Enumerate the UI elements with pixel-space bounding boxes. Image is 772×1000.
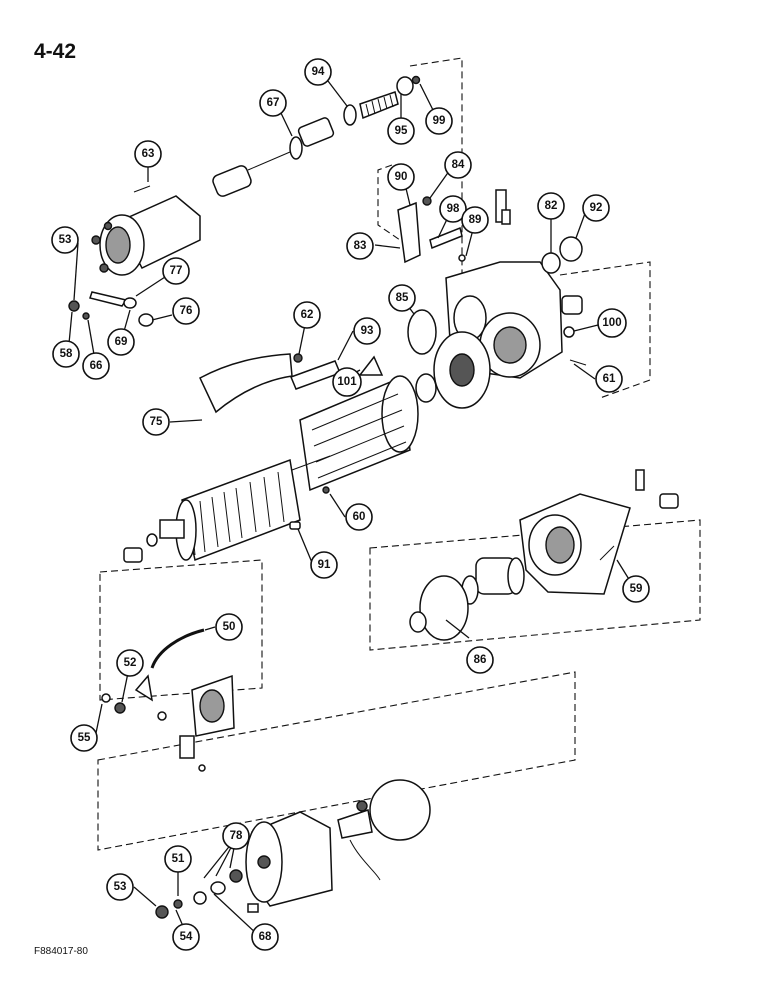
svg-text:51: 51 <box>172 853 185 865</box>
svg-text:92: 92 <box>590 202 603 214</box>
armature-field <box>123 353 419 563</box>
svg-text:93: 93 <box>361 325 374 337</box>
svg-text:55: 55 <box>78 732 91 744</box>
callout-86: 86 <box>466 646 494 674</box>
callout-93: 93 <box>353 317 381 345</box>
callout-89: 89 <box>461 206 489 234</box>
callout-91: 91 <box>310 551 338 579</box>
callout-58: 58 <box>52 340 80 368</box>
callout-61: 61 <box>595 365 623 393</box>
svg-text:62: 62 <box>301 309 314 321</box>
svg-text:86: 86 <box>474 654 487 666</box>
svg-text:67: 67 <box>267 97 280 109</box>
callout-55: 55 <box>70 724 98 752</box>
callout-99: 99 <box>425 107 453 135</box>
svg-text:91: 91 <box>318 559 331 571</box>
svg-text:58: 58 <box>60 348 73 360</box>
svg-text:94: 94 <box>312 66 325 78</box>
callout-54: 54 <box>172 923 200 951</box>
figure-code: F884017-80 <box>34 946 88 957</box>
page-number: 4-42 <box>34 40 77 63</box>
callout-94: 94 <box>304 58 332 86</box>
svg-text:100: 100 <box>602 317 621 329</box>
solenoid <box>68 185 201 327</box>
callouts: 94 67 95 99 63 90 84 98 89 82 92 53 83 7… <box>51 58 650 951</box>
svg-text:69: 69 <box>115 336 128 348</box>
callout-68: 68 <box>251 923 279 951</box>
svg-text:66: 66 <box>90 360 103 372</box>
svg-text:52: 52 <box>124 657 137 669</box>
callout-83: 83 <box>346 232 374 260</box>
callout-63: 63 <box>134 140 162 168</box>
svg-text:78: 78 <box>230 830 243 842</box>
svg-text:54: 54 <box>180 931 193 943</box>
svg-text:85: 85 <box>396 292 409 304</box>
brush-holder <box>101 628 235 772</box>
svg-text:83: 83 <box>354 240 367 252</box>
callout-52: 52 <box>116 649 144 677</box>
callout-69: 69 <box>107 328 135 356</box>
callout-100: 100 <box>597 308 627 338</box>
callout-76: 76 <box>172 297 200 325</box>
svg-text:77: 77 <box>170 265 183 277</box>
svg-text:95: 95 <box>395 125 408 137</box>
callout-67: 67 <box>259 89 287 117</box>
svg-text:90: 90 <box>395 171 408 183</box>
svg-text:101: 101 <box>337 376 357 388</box>
callout-62: 62 <box>293 301 321 329</box>
callout-66: 66 <box>82 352 110 380</box>
callout-90: 90 <box>387 163 415 191</box>
svg-text:84: 84 <box>452 159 465 171</box>
plunger-assembly <box>212 75 421 197</box>
svg-text:60: 60 <box>353 511 366 523</box>
svg-text:75: 75 <box>150 416 163 428</box>
drive-end <box>409 469 679 641</box>
svg-text:53: 53 <box>114 881 127 893</box>
svg-text:53: 53 <box>59 234 72 246</box>
svg-text:68: 68 <box>259 931 272 943</box>
svg-text:76: 76 <box>180 305 193 317</box>
svg-text:82: 82 <box>545 200 558 212</box>
callout-101: 101 <box>332 367 362 397</box>
callout-51: 51 <box>164 845 192 873</box>
callout-84: 84 <box>444 151 472 179</box>
seals <box>290 309 491 409</box>
callout-75: 75 <box>142 408 170 436</box>
callout-77: 77 <box>162 257 190 285</box>
svg-text:89: 89 <box>469 214 482 226</box>
commutator-end-frame <box>155 779 431 919</box>
callout-82: 82 <box>537 192 565 220</box>
callout-53-upper: 53 <box>51 226 79 254</box>
svg-text:63: 63 <box>142 148 155 160</box>
svg-text:99: 99 <box>433 115 446 127</box>
svg-text:59: 59 <box>630 583 643 595</box>
callout-78: 78 <box>222 822 250 850</box>
callout-59: 59 <box>622 575 650 603</box>
shift-lever <box>397 189 511 264</box>
svg-text:98: 98 <box>447 203 460 215</box>
callout-53-lower: 53 <box>106 873 134 901</box>
svg-text:61: 61 <box>603 373 616 385</box>
callout-60: 60 <box>345 503 373 531</box>
callout-95: 95 <box>387 117 415 145</box>
callout-92: 92 <box>582 194 610 222</box>
callout-50: 50 <box>215 613 243 641</box>
callout-98: 98 <box>439 195 467 223</box>
svg-text:50: 50 <box>223 621 236 633</box>
callout-85: 85 <box>388 284 416 312</box>
